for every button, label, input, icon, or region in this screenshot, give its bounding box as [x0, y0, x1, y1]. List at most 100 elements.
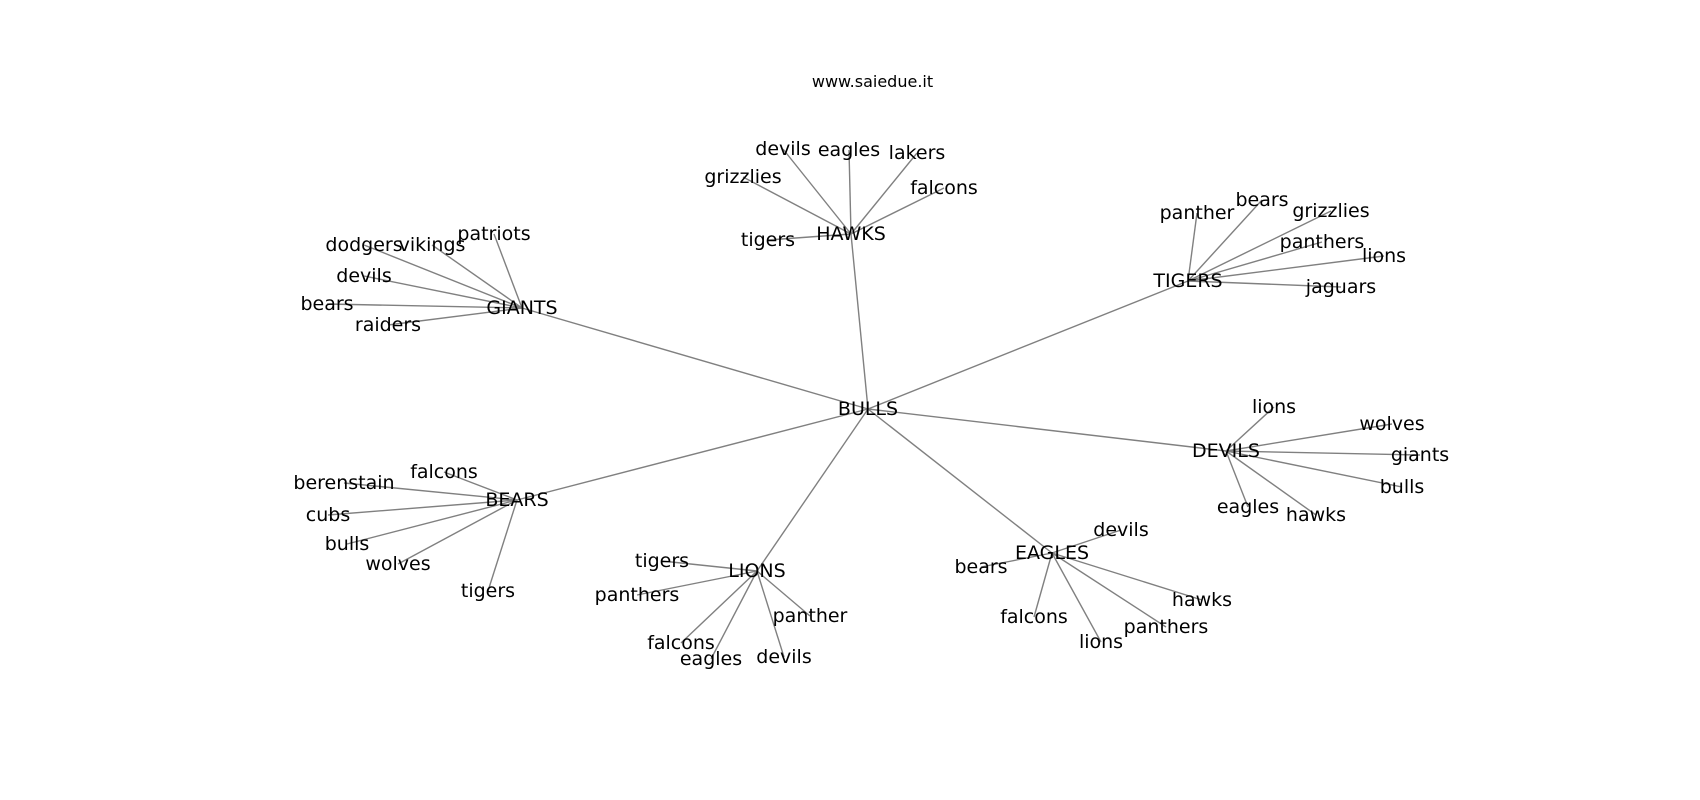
leaf-node-bears-falcons: falcons: [410, 461, 478, 483]
edge-bears-tigers: [487, 499, 518, 592]
edge-root-devils: [867, 408, 1227, 452]
edge-bears-bulls: [346, 499, 518, 545]
edge-tigers-grizzlies: [1187, 210, 1332, 282]
leaf-node-lions-devils: devils: [756, 646, 811, 668]
leaf-node-tigers-lions: lions: [1362, 245, 1406, 267]
edge-giants-vikings: [431, 244, 523, 309]
edge-lions-devils: [756, 570, 785, 658]
edge-eagles-bears: [980, 552, 1053, 568]
leaf-node-bears-tigers: tigers: [461, 580, 515, 602]
leaf-node-devils-eagles: eagles: [1217, 496, 1279, 518]
leaf-node-hawks-devils: devils: [755, 138, 810, 160]
leaf-node-tigers-panther: panther: [1160, 202, 1235, 224]
leaf-node-giants-bears: bears: [300, 293, 353, 315]
edge-tigers-lions: [1187, 255, 1385, 282]
edge-lions-panther: [756, 570, 811, 617]
hub-node-tigers: TIGERS: [1152, 270, 1222, 292]
edge-lions-eagles: [710, 570, 758, 660]
leaf-node-lions-falcons: falcons: [647, 632, 715, 654]
edge-tigers-panther: [1187, 212, 1198, 282]
leaf-node-giants-patriots: patriots: [457, 223, 530, 245]
leaf-node-lions-tigers: tigers: [635, 550, 689, 572]
leaf-node-devils-wolves: wolves: [1359, 413, 1424, 435]
edge-giants-dodgers: [363, 244, 523, 309]
edge-bears-berenstain: [343, 482, 518, 501]
leaf-node-hawks-falcons: falcons: [910, 177, 978, 199]
edge-lions-falcons: [680, 570, 758, 644]
leaf-node-giants-devils: devils: [336, 265, 391, 287]
hub-node-giants: GIANTS: [486, 297, 557, 319]
edge-layer: [326, 148, 1421, 660]
edge-root-tigers: [867, 280, 1189, 410]
edge-eagles-falcons: [1033, 552, 1053, 618]
edge-devils-hawks: [1225, 450, 1317, 516]
edge-bears-wolves: [397, 499, 518, 565]
root-node-label: BULLS: [838, 398, 898, 420]
leaf-node-lions-panther: panther: [773, 605, 848, 627]
hub-node-hawks: HAWKS: [816, 223, 886, 245]
edge-hawks-grizzlies: [742, 176, 852, 235]
edge-bears-falcons: [443, 471, 518, 501]
leaf-node-hawks-lakers: lakers: [889, 142, 946, 164]
edge-root-eagles: [867, 408, 1053, 554]
leaf-node-devils-hawks: hawks: [1286, 504, 1346, 526]
leaf-node-devils-lions: lions: [1252, 396, 1296, 418]
leaf-node-giants-raiders: raiders: [355, 314, 421, 336]
hub-node-eagles: EAGLES: [1015, 542, 1089, 564]
leaf-node-eagles-panthers: panthers: [1124, 616, 1209, 638]
leaf-node-eagles-lions: lions: [1079, 631, 1123, 653]
edge-tigers-jaguars: [1187, 280, 1342, 288]
leaf-node-bears-wolves: wolves: [365, 553, 430, 575]
leaf-node-bears-cubs: cubs: [306, 504, 350, 526]
edge-root-lions: [756, 408, 869, 572]
edge-giants-patriots: [493, 233, 523, 309]
leaf-node-eagles-hawks: hawks: [1172, 589, 1232, 611]
leaf-node-eagles-devils: devils: [1093, 519, 1148, 541]
edge-hawks-lakers: [850, 152, 918, 235]
leaf-node-tigers-bears: bears: [1235, 189, 1288, 211]
leaf-node-hawks-tigers: tigers: [741, 229, 795, 251]
edge-giants-devils: [363, 275, 523, 309]
leaf-node-tigers-panthers: panthers: [1280, 231, 1365, 253]
edge-bears-cubs: [327, 499, 518, 516]
edge-tigers-bears: [1187, 199, 1263, 282]
edge-root-giants: [521, 307, 869, 410]
leaf-node-devils-bulls: bulls: [1380, 476, 1425, 498]
leaf-node-hawks-eagles: eagles: [818, 139, 880, 161]
edge-tigers-panthers: [1187, 241, 1323, 282]
edge-hawks-tigers: [767, 233, 852, 241]
leaf-node-tigers-jaguars: jaguars: [1305, 276, 1376, 298]
edge-devils-wolves: [1225, 423, 1393, 452]
edge-eagles-panthers: [1051, 552, 1167, 628]
hub-node-devils: DEVILS: [1192, 440, 1260, 462]
edge-hawks-devils: [782, 148, 852, 235]
hub-node-bears: BEARS: [485, 489, 548, 511]
leaf-node-bears-bulls: bulls: [325, 533, 370, 555]
edge-eagles-devils: [1051, 529, 1122, 554]
edge-devils-giants: [1225, 450, 1421, 456]
edge-devils-eagles: [1225, 450, 1249, 508]
edge-eagles-hawks: [1051, 552, 1203, 601]
edge-hawks-falcons: [850, 187, 945, 235]
edge-lions-panthers: [636, 570, 758, 596]
leaf-node-giants-dodgers: dodgers: [325, 234, 402, 256]
edge-lions-tigers: [661, 560, 758, 572]
leaf-node-eagles-bears: bears: [954, 556, 1007, 578]
leaf-node-giants-vikings: vikings: [399, 234, 466, 256]
leaf-node-bears-berenstain: berenstain: [293, 472, 394, 494]
site-label: www.saiedue.it: [811, 72, 934, 91]
edge-giants-bears: [326, 303, 523, 309]
edge-eagles-lions: [1051, 552, 1102, 643]
leaf-node-lions-panthers: panthers: [595, 584, 680, 606]
edge-root-hawks: [850, 233, 869, 410]
leaf-node-eagles-falcons: falcons: [1000, 606, 1068, 628]
leaf-node-lions-eagles: eagles: [680, 648, 742, 670]
leaf-node-tigers-grizzlies: grizzlies: [1292, 200, 1369, 222]
edge-root-bears: [516, 408, 869, 501]
leaf-node-devils-giants: giants: [1391, 444, 1449, 466]
leaf-node-hawks-grizzlies: grizzlies: [704, 166, 781, 188]
hub-node-lions: LIONS: [728, 560, 785, 582]
